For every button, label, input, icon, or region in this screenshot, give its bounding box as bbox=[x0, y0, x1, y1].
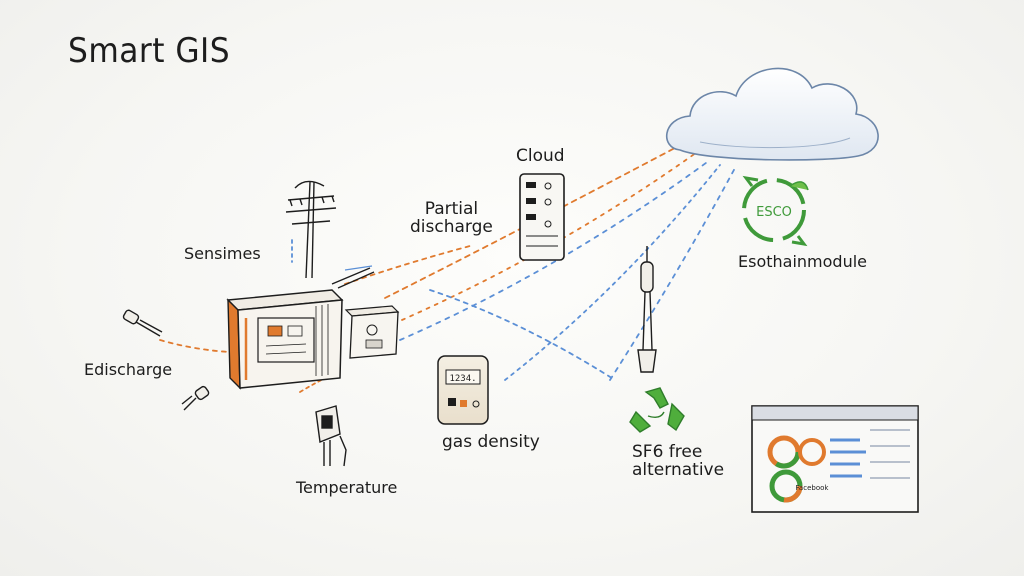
server-rack-icon bbox=[519, 173, 565, 261]
transformer-box-icon bbox=[344, 305, 400, 359]
partial-discharge-line-2: discharge bbox=[410, 216, 493, 237]
link-cloud-blue-3 bbox=[609, 167, 736, 381]
link-partial-orange bbox=[344, 245, 471, 285]
antenna-probe-icon bbox=[637, 246, 657, 373]
cloud-label: Cloud bbox=[516, 146, 565, 166]
temperature-sensor-icon bbox=[315, 405, 347, 467]
partial-discharge-label: Partial discharge bbox=[410, 199, 493, 237]
connection-lines bbox=[159, 139, 736, 393]
eco-recycle-badge-icon bbox=[742, 175, 809, 247]
recycle-icon bbox=[629, 387, 685, 433]
temperature-label: Temperature bbox=[296, 478, 398, 497]
sensors-label: Sensimes bbox=[184, 244, 261, 263]
microphone-sensor-icon bbox=[122, 309, 163, 337]
eco-badge-text: ESCO bbox=[756, 205, 792, 220]
power-pole-icon bbox=[285, 180, 337, 279]
dashboard-badge-text: Facebook bbox=[796, 484, 830, 492]
link-cross-blue bbox=[429, 289, 616, 381]
discharge-label: Edischarge bbox=[84, 360, 173, 379]
partial-discharge-line-1: Partial bbox=[424, 199, 479, 219]
gas-gauge-text: 1234. bbox=[449, 374, 476, 384]
gas-density-label: gas density bbox=[442, 432, 540, 452]
gas-density-meter-icon bbox=[437, 355, 489, 425]
link-mic-orange bbox=[159, 339, 231, 353]
microphone-sensor-icon-2 bbox=[181, 385, 210, 411]
link-temp-orange bbox=[299, 371, 339, 393]
dashboard-screen-icon bbox=[751, 405, 919, 513]
sf6-line-1: SF6 free bbox=[632, 442, 703, 462]
link-cloud-blue-1 bbox=[399, 159, 711, 341]
eco-module-label: Esothainmodule bbox=[738, 252, 867, 271]
antenna-sensor-icon bbox=[331, 265, 375, 289]
cloud-icon bbox=[665, 67, 879, 161]
sf6-free-alternative-label: SF6 free alternative bbox=[632, 442, 725, 480]
link-cloud-blue-2 bbox=[504, 164, 721, 381]
page-title: Smart GIS bbox=[68, 31, 231, 71]
sf6-line-2: alternative bbox=[632, 459, 725, 480]
switchgear-cabinet-icon bbox=[226, 289, 344, 390]
